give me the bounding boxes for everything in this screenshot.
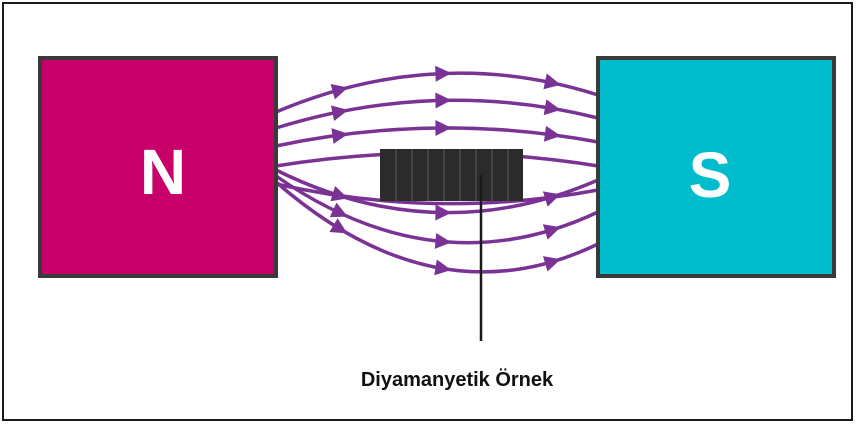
field-arrow	[542, 224, 561, 240]
field-arrow	[435, 204, 452, 221]
field-arrow	[330, 83, 349, 100]
field-arrow	[434, 232, 452, 249]
sample-caption: Diyamanyetik Örnek	[361, 368, 554, 391]
field-arrow	[331, 128, 349, 144]
field-arrow	[329, 202, 348, 218]
south-magnet: S	[596, 56, 836, 278]
field-arrow	[330, 185, 349, 202]
field-arrow	[542, 256, 561, 272]
diamagnetic-sample	[380, 149, 523, 201]
field-arrow	[329, 218, 348, 234]
field-arrow	[434, 259, 452, 276]
field-arrow	[435, 92, 452, 109]
field-arrows	[329, 65, 561, 276]
field-arrow	[330, 105, 349, 122]
field-arrow	[435, 65, 452, 82]
south-label: S	[689, 139, 732, 211]
north-magnet: N	[38, 56, 278, 278]
sample-stripes	[395, 149, 509, 201]
field-arrow	[543, 125, 561, 142]
field-arrow	[543, 99, 561, 116]
north-label: N	[140, 136, 186, 208]
field-arrow	[435, 119, 452, 136]
field-arrow	[543, 73, 561, 90]
field-arrow	[542, 191, 561, 207]
